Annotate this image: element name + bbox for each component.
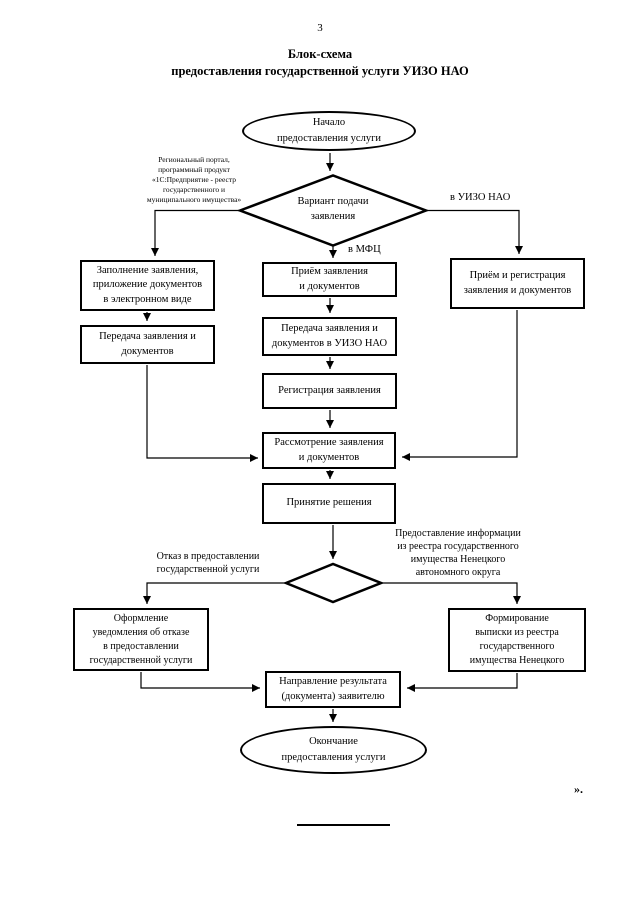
info-branch-label: Предоставление информации из реестра гос… [395,528,521,578]
decision-diamond-variant [236,174,430,247]
uizo-branch-label: в УИЗО НАО [450,192,511,203]
box-fill-application: Заполнение заявления, приложение докумен… [80,260,215,311]
start-terminator: Начало предоставления услуги [242,111,416,151]
connector-variant-to-uizo-branch [425,209,523,254]
page-title: Блок-схема предоставления государственно… [171,47,469,78]
box-decision-making: Принятие решения [262,483,396,524]
box-send-result: Направление результата (документа) заяви… [265,671,401,708]
refusal-branch-label: Отказ в предоставлении государственной у… [156,551,260,575]
portal-branch-label: Региональный портал, программный продукт… [146,155,242,204]
box-extract-formation: Формирование выписки из реестра государс… [448,608,586,672]
box-registration: Регистрация заявления [262,373,397,409]
box-transfer-uizo: Передача заявления и документов в УИЗО Н… [262,317,397,356]
connector-transfer-to-review [146,365,258,462]
decision-diamond-outcome [282,562,385,604]
end-terminator: Окончание предоставления услуги [240,726,427,774]
box-accept-registration: Приём и регистрация заявления и документ… [450,258,585,309]
box-refusal-notice: Оформление уведомления об отказе в предо… [73,608,209,671]
connector-refusal-to-result [140,672,260,692]
connector-extract-to-result [407,673,518,692]
connector-variant-to-portal-branch [151,209,241,256]
closing-mark: ». [574,782,583,796]
box-accept-docs: Приём заявления и документов [262,262,397,297]
box-transfer-docs: Передача заявления и документов [80,325,215,364]
connector-outcome-to-refusal [143,582,286,604]
connector-acceptreg-to-review [402,310,518,461]
decision-variant-label: Вариант подачи заявления [297,196,369,222]
box-review: Рассмотрение заявления и документов [262,432,396,469]
connector-outcome-to-extract [381,582,521,604]
mfc-branch-label: в МФЦ [348,244,381,255]
page-number: 3 [317,22,323,34]
